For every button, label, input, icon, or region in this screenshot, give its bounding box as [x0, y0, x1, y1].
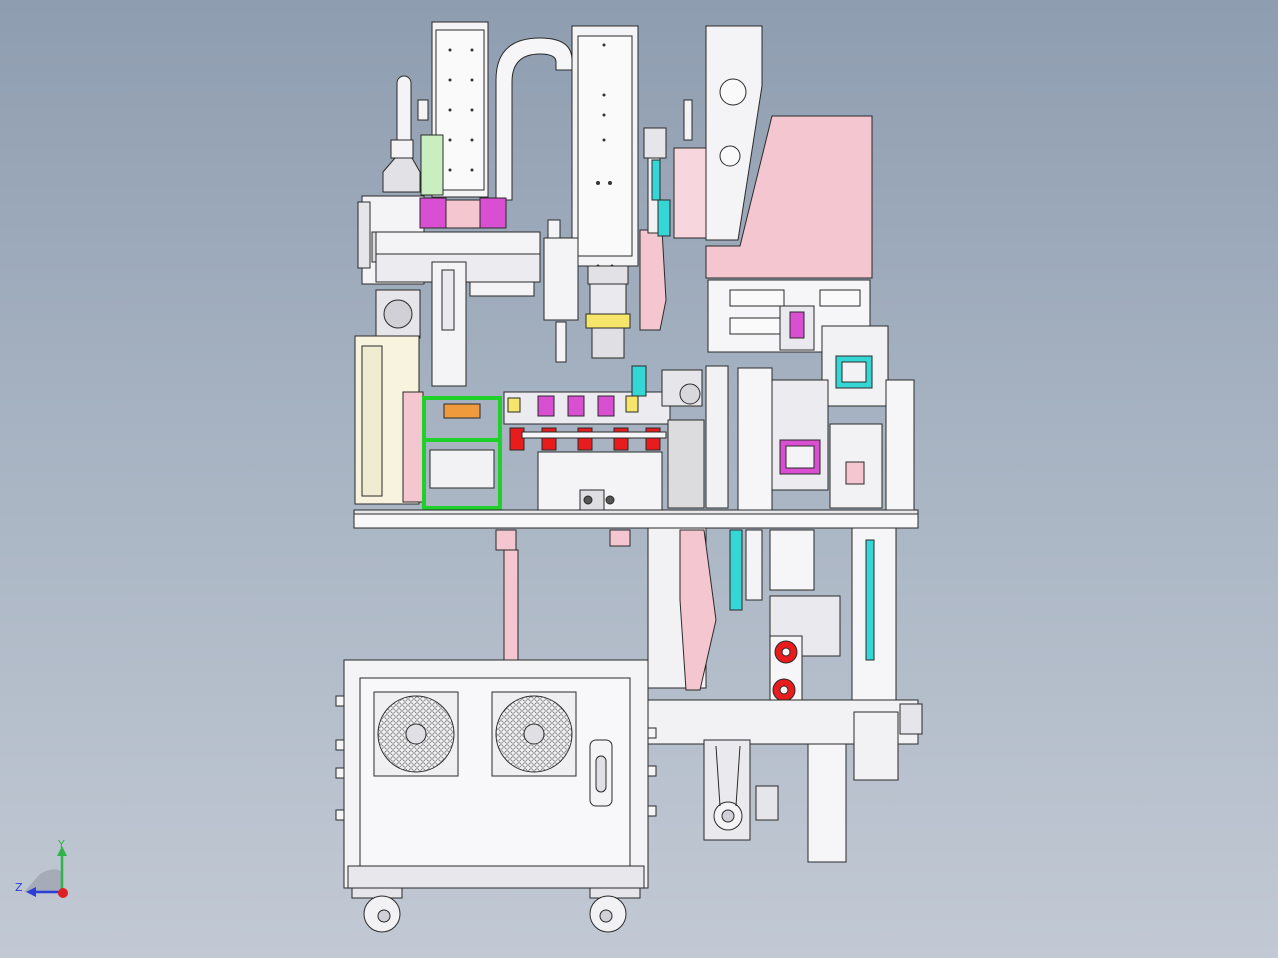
- center-vertical-column: [571, 25, 639, 359]
- pink-hose-upper: [639, 229, 667, 331]
- sensor-head: [382, 157, 421, 193]
- red-pulley-pair: [769, 635, 803, 707]
- horizontal-slide-rail: [375, 231, 541, 297]
- pink-belt-guard: [402, 391, 424, 503]
- axis-triad: Y Z: [15, 838, 68, 898]
- x-axis-dot: [58, 888, 68, 898]
- y-axis-label: Y: [57, 838, 65, 851]
- green-roller-frame: [422, 396, 502, 510]
- lower-belt-drive: [703, 739, 779, 841]
- pink-hose-lower: [679, 529, 717, 691]
- right-upper-bracket: [705, 25, 763, 241]
- caster-right: [589, 887, 641, 933]
- dispensing-cartridge: [543, 237, 579, 321]
- pink-support-leg: [503, 549, 519, 661]
- yellow-collar: [585, 313, 631, 329]
- magenta-cylinder-right: [479, 197, 507, 229]
- orange-coupling: [443, 403, 481, 419]
- cable-chain-loop: [495, 37, 573, 201]
- z-axis-label: Z: [15, 881, 23, 894]
- cooling-fan-left: [373, 691, 459, 777]
- caster-left: [351, 887, 403, 933]
- pink-cover-panel: [705, 115, 873, 279]
- middle-processing-area: [503, 391, 671, 425]
- magenta-cylinder-left: [419, 197, 447, 229]
- servo-motor: [853, 711, 899, 781]
- pink-valve-box: [673, 147, 707, 239]
- upper-left-linear-axis: [417, 21, 489, 198]
- red-nozzle-row: [509, 427, 661, 451]
- vision-camera-box: [821, 325, 889, 407]
- cooling-fan-right: [491, 691, 577, 777]
- vacuum-pen: [396, 75, 412, 147]
